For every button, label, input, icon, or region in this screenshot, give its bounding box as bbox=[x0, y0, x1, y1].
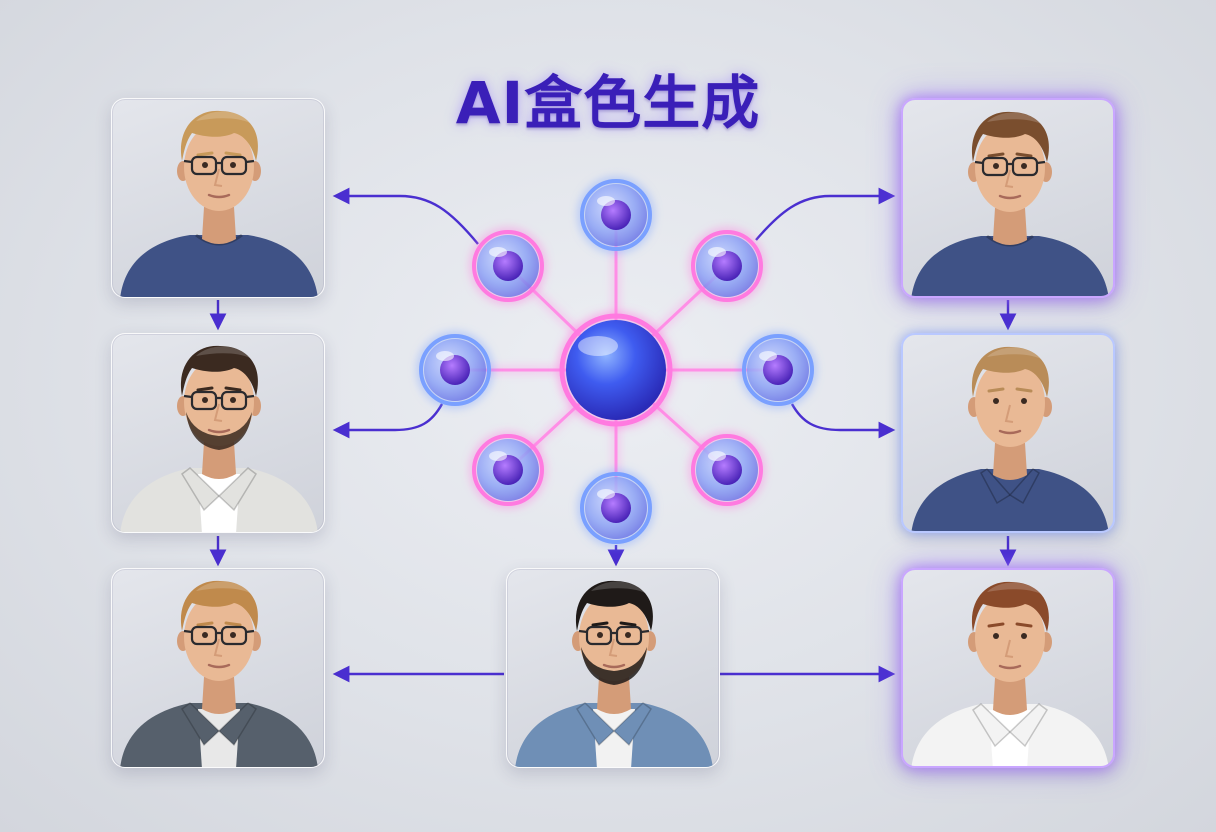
arrow-to-mid-left bbox=[332, 403, 444, 439]
portrait-card-bottom-left bbox=[111, 568, 325, 768]
portrait-card-mid-right bbox=[901, 333, 1115, 533]
portrait-image bbox=[515, 580, 713, 767]
portrait-image bbox=[911, 346, 1109, 531]
face bbox=[184, 123, 254, 211]
face bbox=[975, 359, 1045, 447]
arrow-to-top-right bbox=[755, 187, 896, 241]
hair bbox=[180, 345, 258, 396]
arrow-to-mid-right bbox=[790, 403, 896, 439]
face bbox=[184, 593, 254, 681]
portrait-image bbox=[120, 345, 318, 532]
hair bbox=[971, 346, 1049, 397]
portrait-card-top-left bbox=[111, 98, 325, 298]
shirt bbox=[911, 236, 1109, 296]
node-top-left bbox=[472, 230, 544, 302]
beard bbox=[581, 647, 647, 685]
node-bottom bbox=[580, 472, 652, 544]
glasses bbox=[183, 625, 255, 646]
portrait-image bbox=[911, 111, 1109, 296]
arrow-to-top-left bbox=[332, 187, 479, 245]
page-title: AI盒色生成 bbox=[455, 69, 761, 137]
portrait-image bbox=[120, 110, 318, 297]
node-bottom-left bbox=[472, 434, 544, 506]
glasses bbox=[974, 156, 1046, 177]
face bbox=[184, 358, 254, 446]
glasses bbox=[183, 390, 255, 411]
node-left bbox=[419, 334, 491, 406]
hub-node bbox=[559, 313, 673, 427]
glasses bbox=[578, 625, 650, 646]
hair bbox=[180, 580, 258, 631]
face bbox=[579, 593, 649, 681]
shirt bbox=[120, 235, 318, 297]
node-top-right bbox=[691, 230, 763, 302]
face bbox=[975, 124, 1045, 212]
node-top bbox=[580, 179, 652, 251]
shirt bbox=[911, 469, 1109, 531]
hair bbox=[971, 581, 1049, 632]
portrait-card-top-right bbox=[901, 98, 1115, 298]
portrait-card-bottom-right bbox=[901, 568, 1115, 768]
hair bbox=[575, 580, 653, 631]
face bbox=[975, 594, 1045, 682]
portrait-card-bottom-center bbox=[506, 568, 720, 768]
hair bbox=[180, 110, 258, 161]
glasses bbox=[183, 155, 255, 176]
beard bbox=[186, 412, 252, 450]
portrait-image bbox=[120, 580, 318, 767]
portrait-image bbox=[911, 581, 1109, 766]
portrait-card-mid-left bbox=[111, 333, 325, 533]
node-bottom-right bbox=[691, 434, 763, 506]
node-right bbox=[742, 334, 814, 406]
hair bbox=[971, 111, 1049, 162]
